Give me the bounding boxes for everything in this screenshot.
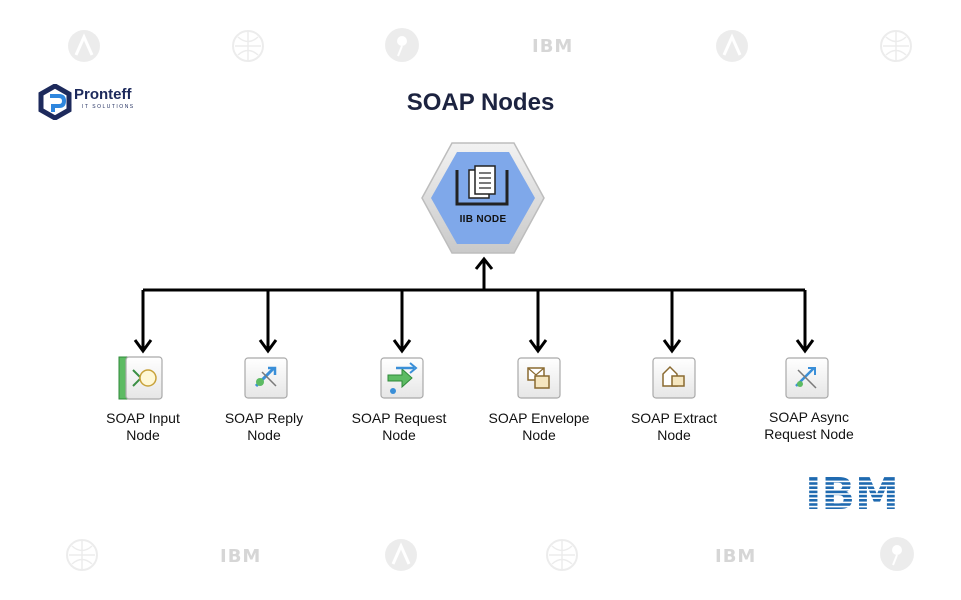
soap-envelope-icon xyxy=(517,357,561,399)
soap-request-icon xyxy=(380,357,424,399)
brand-name: Pronteff xyxy=(74,86,132,103)
ibm-logo-stripe xyxy=(802,505,904,508)
soap-reply-icon xyxy=(244,357,288,399)
arrow-head-6 xyxy=(795,339,815,354)
ibm-logo-stripe xyxy=(802,489,904,491)
watermark-ibm-text: IBM xyxy=(715,546,757,567)
brand-mark-icon xyxy=(38,84,72,120)
page-title: SOAP Nodes xyxy=(406,89,555,116)
brand-tagline: IT SOLUTIONS xyxy=(82,104,135,110)
ibm-logo-stripe xyxy=(802,484,904,487)
arrow-head-5 xyxy=(662,339,682,354)
arrow-head-3 xyxy=(392,339,412,354)
watermark-ibm-text: IBM xyxy=(220,546,262,567)
watermark-letter-a-icon xyxy=(714,28,750,69)
watermark-globe-icon xyxy=(64,537,100,578)
watermark-globe-icon xyxy=(878,28,914,69)
arrow-head-4 xyxy=(528,339,548,354)
watermark-letter-a-icon xyxy=(383,537,419,578)
watermark-globe-icon xyxy=(544,537,580,578)
watermark-ibm-text: IBM xyxy=(532,36,574,57)
ibm-logo-stripe xyxy=(802,510,904,512)
ibm-logo-stripe xyxy=(802,501,904,504)
watermark-globe-icon xyxy=(230,28,266,69)
document-tray-icon xyxy=(455,165,509,206)
ibm-logo-stripe xyxy=(802,497,904,499)
soap-async-request-icon xyxy=(785,357,829,399)
watermark-letter-a-icon xyxy=(66,28,102,69)
soap-extract-icon xyxy=(652,357,696,399)
brand-logo: Pronteff IT SOLUTIONS xyxy=(38,84,188,124)
iib-node-hub xyxy=(421,142,545,254)
branch-arrows xyxy=(133,290,815,354)
ibm-logo: IBM xyxy=(802,469,904,520)
arrow-head-1 xyxy=(133,339,153,354)
watermark-pin-icon xyxy=(383,26,421,69)
ibm-logo-stripe xyxy=(802,493,904,495)
ibm-logo-stripe xyxy=(802,480,904,483)
arrow-head-2 xyxy=(258,339,278,354)
soap-input-icon xyxy=(118,356,163,400)
connector-trunk xyxy=(474,256,494,290)
hub-label: IIB NODE xyxy=(459,214,507,225)
watermark-pin-icon xyxy=(878,535,916,578)
